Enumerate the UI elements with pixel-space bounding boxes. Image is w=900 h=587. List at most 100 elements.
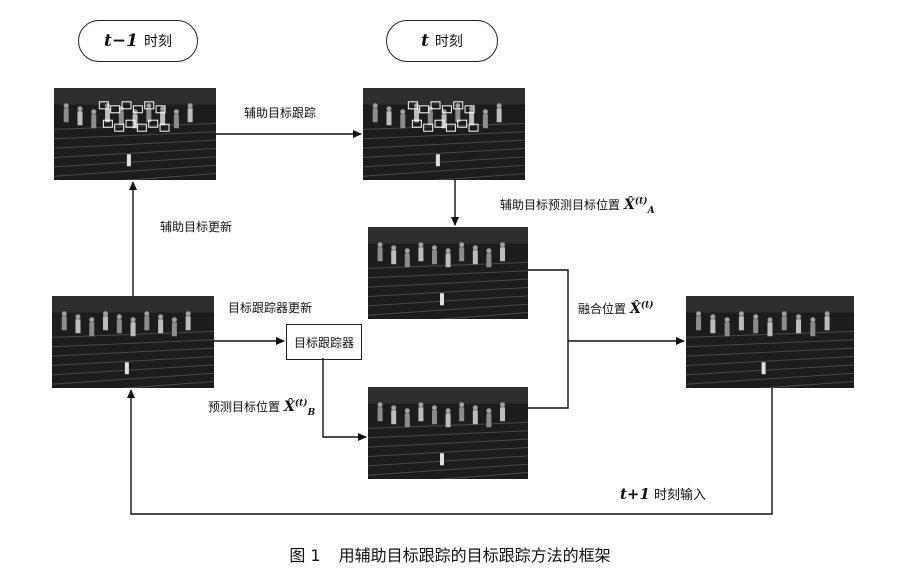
frame-aux-predict [368, 227, 528, 319]
fusion-math-base: X̂ [630, 301, 641, 317]
runner-figure [418, 407, 424, 422]
runner-figure [824, 316, 830, 331]
runner-head [103, 311, 109, 317]
lane-line [363, 156, 525, 168]
runner-head [781, 311, 787, 317]
runner-figure [472, 410, 478, 425]
runner-head [63, 103, 69, 109]
runner-figure [459, 407, 465, 422]
runner-head [116, 314, 122, 320]
runner-head [445, 248, 451, 254]
frame-prev-target [52, 296, 214, 388]
runner-figure [89, 322, 95, 337]
runner-head [418, 242, 424, 248]
runner-figure [500, 247, 505, 262]
runner-figure [400, 114, 406, 129]
aux-target-box [453, 101, 464, 110]
aux-target-box [411, 119, 422, 128]
merge-from-aux [528, 269, 569, 409]
official-figure [126, 154, 131, 167]
predict-math-base: X̂ [284, 399, 295, 415]
aux-target-box [148, 119, 159, 128]
runner-figure [372, 108, 378, 123]
lane-line [368, 295, 528, 307]
label-fusion-text: 融合位置 [578, 302, 627, 316]
lane-line [52, 372, 214, 385]
runner-figure [187, 108, 193, 123]
runner-head [158, 314, 164, 320]
predict-math-sup: (t) [294, 398, 308, 409]
lane-line [363, 139, 525, 149]
time-curr-text: 时刻 [434, 34, 463, 50]
tracker-label: 目标跟踪器 [293, 335, 354, 350]
aux-target-box [430, 101, 441, 110]
label-aux-tracking: 辅助目标跟踪 [244, 106, 317, 120]
fusion-math: X̂(t) [630, 300, 654, 317]
stand-area [52, 296, 214, 313]
runner-head [75, 314, 81, 320]
time-prev-var: t−1 [104, 31, 138, 51]
tracker-box: 目标跟踪器 [286, 324, 362, 360]
official-figure [440, 453, 444, 466]
runner-figure [781, 316, 787, 331]
runner-figure [696, 316, 702, 331]
aux-target-box [136, 123, 147, 132]
runner-head [469, 106, 475, 112]
runner-figure [391, 250, 397, 265]
time-curr-pill: t 时刻 [386, 20, 498, 62]
runner-figure [486, 253, 492, 268]
runner-figure [445, 253, 451, 268]
next-input-text: 时刻输入 [653, 488, 706, 503]
runner-figure [810, 322, 816, 337]
time-prev-pill: t−1 时刻 [78, 20, 198, 62]
aux-target-box [98, 101, 109, 110]
runner-figure [427, 111, 433, 126]
aux-target-box [457, 119, 468, 128]
lane-line [52, 364, 214, 376]
runner-head [404, 408, 410, 414]
runner-figure [767, 322, 773, 337]
runner-head [432, 245, 437, 251]
lane-line [368, 463, 528, 476]
lane-line [686, 347, 854, 357]
runner-head [459, 242, 465, 248]
scene-graphic [52, 296, 214, 388]
runner-figure [418, 247, 424, 262]
runner-figure [118, 111, 124, 126]
runner-figure [459, 247, 465, 262]
runner-head [459, 402, 465, 408]
runner-head [418, 402, 424, 408]
runner-figure [482, 114, 488, 129]
lane-line [363, 131, 525, 140]
runner-head [386, 106, 392, 112]
aux-target-box [464, 105, 475, 114]
runner-figure [472, 250, 478, 265]
frame-fusion [686, 296, 854, 388]
aux-target-box [144, 101, 155, 110]
lane-line [54, 164, 216, 177]
lane-line [686, 372, 854, 385]
runner-figure [455, 108, 461, 123]
runner-figure [724, 322, 730, 337]
runner-figure [130, 322, 136, 337]
runner-head [372, 103, 378, 109]
runner-head [391, 405, 397, 411]
label-aux-predict-text: 辅助目标预测目标位置 [500, 198, 621, 212]
lane-line [363, 164, 525, 177]
fusion-math-sup: (t) [640, 300, 654, 311]
runner-head [486, 248, 492, 254]
runner-head [144, 311, 150, 317]
runner-head [696, 311, 702, 317]
runner-head [486, 408, 492, 414]
aux-predict-math: X̂(t)A [624, 196, 655, 215]
lane-line [686, 339, 854, 348]
lane-line [54, 139, 216, 149]
runner-figure [103, 316, 109, 331]
runner-head [753, 314, 759, 320]
lane-line [686, 364, 854, 376]
scene-graphic [363, 88, 525, 180]
caption-number: 图 1 [289, 546, 321, 565]
